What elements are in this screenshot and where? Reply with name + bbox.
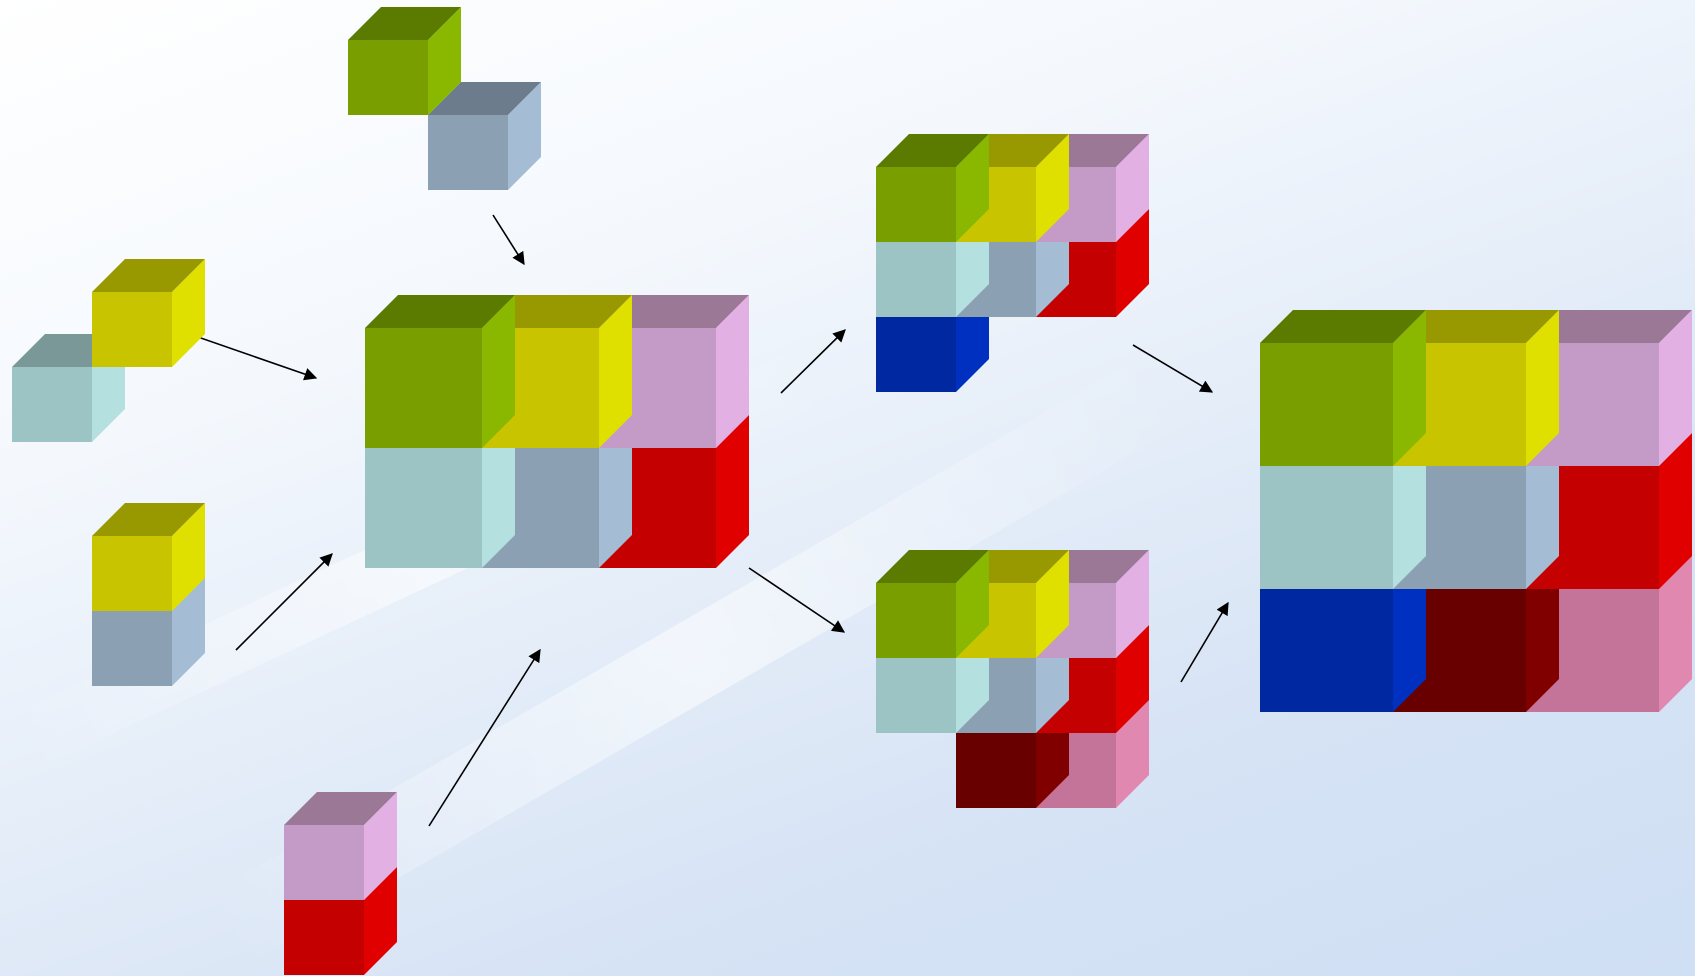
cube-green	[1260, 310, 1426, 466]
cube-side-face	[599, 295, 632, 448]
cube-side-face	[1659, 433, 1692, 589]
arrow-pair-green-slate-to-block-2x3	[492, 214, 525, 266]
cube-side-face	[1116, 700, 1149, 808]
cube-front-face	[12, 367, 92, 442]
cube-side-face	[1393, 310, 1426, 466]
cube-front-face	[956, 733, 1036, 808]
cube-side-face	[1116, 134, 1149, 242]
cube-green	[876, 134, 989, 242]
cube-top-face	[1260, 310, 1426, 343]
cube-front-face	[428, 115, 508, 190]
cube-front-face	[876, 317, 956, 392]
cube-front-face	[876, 658, 956, 733]
cube-front-face	[876, 167, 956, 242]
pair-teal-yellow	[12, 259, 205, 442]
cube-side-face	[1036, 550, 1069, 658]
cube-front-face	[284, 825, 364, 900]
cube-green	[365, 295, 515, 448]
cube-front-face	[876, 583, 956, 658]
cube-blue	[1260, 556, 1426, 712]
block-8-maroon-pink	[876, 550, 1149, 808]
cube-top-face	[365, 295, 515, 328]
cube-top-face	[599, 295, 749, 328]
cube-front-face	[348, 40, 428, 115]
cube-green	[348, 7, 461, 115]
cube-top-face	[92, 259, 205, 292]
cube-side-face	[364, 867, 397, 975]
block-2x3	[365, 295, 749, 568]
cube-top-face	[1393, 310, 1559, 343]
cube-front-face	[1260, 466, 1393, 589]
cube-front-face	[92, 536, 172, 611]
cube-side-face	[428, 7, 461, 115]
cube-side-face	[482, 415, 515, 568]
cube-top-face	[876, 134, 989, 167]
cube-side-face	[1659, 556, 1692, 712]
cube-front-face	[876, 242, 956, 317]
cube-front-face	[92, 292, 172, 367]
cube-side-face	[956, 550, 989, 658]
cube-side-face	[1116, 209, 1149, 317]
cube-front-face	[1260, 589, 1393, 712]
cube-side-face	[956, 134, 989, 242]
cube-front-face	[92, 611, 172, 686]
cube-side-face	[172, 503, 205, 611]
cube-side-face	[1526, 433, 1559, 589]
cube-top-face	[876, 550, 989, 583]
cube-yellow	[92, 503, 205, 611]
cubes-layer	[12, 7, 1692, 975]
cube-side-face	[1116, 625, 1149, 733]
cube-side-face	[172, 259, 205, 367]
cube-front-face	[284, 900, 364, 975]
pair-mauve-red	[284, 792, 397, 975]
pair-green-slate	[348, 7, 541, 190]
cube-top-face	[284, 792, 397, 825]
cube-yellow	[92, 259, 205, 367]
pair-yellow-slate	[92, 503, 205, 686]
arrow-block-2x3-to-block-7-blue	[780, 329, 846, 394]
arrow-pair-mauve-red-to-block-2x3	[428, 648, 541, 827]
arrow-block-7-blue-to-block-3x3	[1132, 344, 1214, 393]
cube-side-face	[1526, 310, 1559, 466]
cube-side-face	[1116, 550, 1149, 658]
cube-green	[876, 550, 989, 658]
block-7-blue	[876, 134, 1149, 392]
cube-front-face	[365, 328, 482, 448]
cube-side-face	[599, 415, 632, 568]
cube-side-face	[716, 295, 749, 448]
cube-side-face	[716, 415, 749, 568]
cube-side-face	[508, 82, 541, 190]
cube-mauve	[284, 792, 397, 900]
cube-side-face	[1659, 310, 1692, 466]
cube-slate	[428, 82, 541, 190]
arrow-block-8-maroon-pink-to-block-3x3	[1180, 601, 1229, 683]
cube-side-face	[482, 295, 515, 448]
cube-top-face	[348, 7, 461, 40]
cube-front-face	[1260, 343, 1393, 466]
arrow-block-2x3-to-block-8-maroon-pink	[748, 567, 846, 633]
cube-top-face	[482, 295, 632, 328]
cube-side-face	[1393, 433, 1426, 589]
cube-top-face	[1526, 310, 1692, 343]
cube-side-face	[1036, 134, 1069, 242]
cube-side-face	[1526, 556, 1559, 712]
cube-top-face	[428, 82, 541, 115]
block-3x3	[1260, 310, 1692, 712]
cube-top-face	[92, 503, 205, 536]
cube-side-face	[1393, 556, 1426, 712]
arrow-pair-yellow-slate-to-block-2x3	[235, 553, 333, 651]
cube-side-face	[364, 792, 397, 900]
cube-front-face	[365, 448, 482, 568]
cube-side-face	[172, 578, 205, 686]
